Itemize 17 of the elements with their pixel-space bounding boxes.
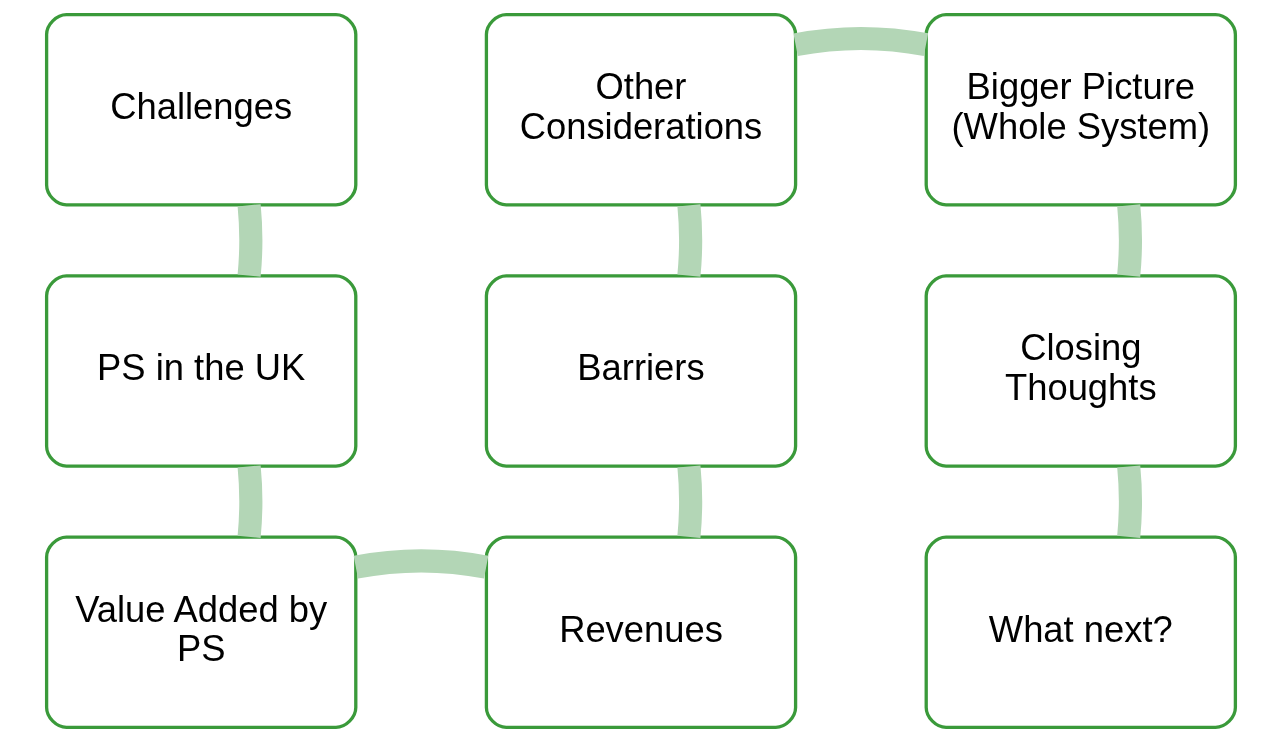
connector [1116, 465, 1142, 538]
connector [676, 204, 702, 277]
node-box: PS in the UK [44, 274, 357, 468]
node-box: Closing Thoughts [924, 274, 1237, 468]
connector [237, 465, 262, 538]
node-box: Challenges [44, 13, 357, 207]
node-box: Barriers [484, 274, 797, 468]
node-box: Value Added by PS [44, 535, 357, 729]
connector [1116, 204, 1142, 277]
connector [353, 549, 488, 579]
connector [676, 465, 702, 538]
connector [237, 204, 262, 277]
node-box: Revenues [484, 535, 797, 729]
node-box: Bigger Picture (Whole System) [924, 13, 1237, 207]
node-box: Other Considerations [484, 13, 797, 207]
node-box: What next? [924, 535, 1237, 729]
connector [793, 26, 928, 57]
